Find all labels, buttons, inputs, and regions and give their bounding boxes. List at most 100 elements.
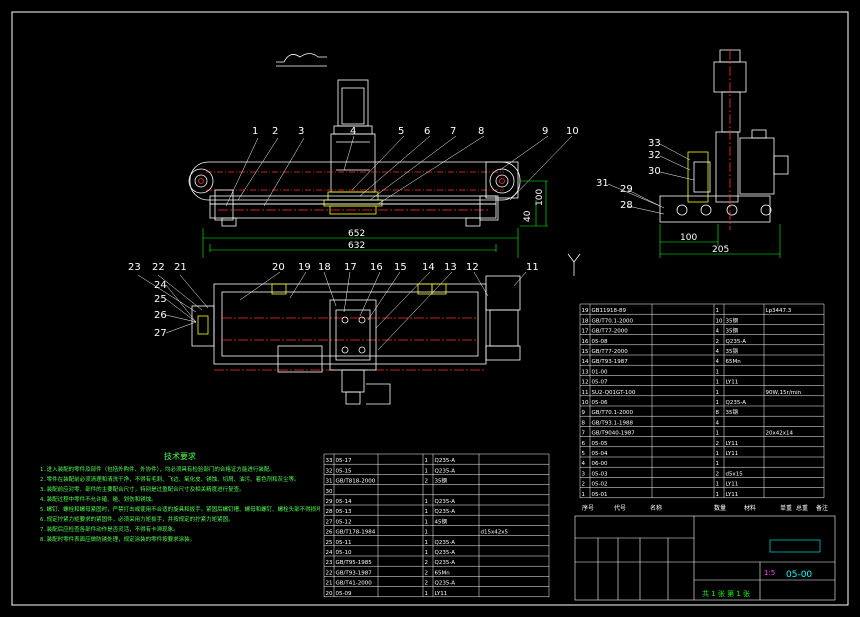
callout-label: 21 [174,262,187,273]
parts-right-cell: 15 [582,349,589,355]
callout-label: 31 [596,178,609,189]
parts-left-cell: Q235-A [435,499,456,505]
parts-header-cell: 数量 [714,504,726,512]
parts-right-cell: LY11 [726,451,739,457]
parts-right-cell: 05-05 [592,441,608,447]
parts-left-cell: 20 [326,591,333,597]
front-view [188,53,573,227]
parts-right-cell: 2 [716,471,720,477]
drawing-number: 05-00 [786,570,812,580]
callout-label: 15 [394,262,407,273]
parts-left-cell: 1 [425,530,429,536]
parts-right-cell: 4 [716,329,720,335]
parts-right-cell: 35钢 [726,316,739,324]
callout-label: 1 [252,126,258,137]
parts-right-cell: 3 [582,471,586,477]
dim-h1: 40 [523,210,533,222]
parts-right-cell: 1 [716,390,720,396]
parts-left-cell: 05-12 [336,519,352,525]
parts-right-cell: 8 [716,410,720,416]
parts-left-cell: 22 [326,570,333,576]
parts-right-cell: 10 [716,318,723,324]
parts-right-cell: 16 [582,339,589,345]
callout-label: 5 [398,126,404,137]
y-symbol [567,253,581,276]
parts-left-cell: 05-13 [336,509,352,515]
title-block: 05-00 1:5 共 1 张 第 1 张 [574,515,836,601]
callout-label: 26 [154,310,167,321]
parts-left-cell: 21 [326,581,333,587]
parts-left-cell: Q235-A [435,458,456,464]
parts-right-cell: 11 [582,390,589,396]
callout-label: 4 [350,126,356,137]
parts-left-cell: 1 [425,468,429,474]
note-line: 3.装配前应对零、部件的主要配合尺寸，特别是过盈配合尺寸及相关精度进行复查。 [40,487,245,493]
callout-label: 10 [566,126,579,137]
parts-right-cell: LY11 [726,380,739,386]
callout-label: 9 [542,126,548,137]
side-dim-labels: 100 205 [680,233,729,255]
parts-left-cell: Q235-A [435,581,456,587]
parts-left-cell: 1 [425,519,429,525]
parts-right-cell: 1 [716,380,720,386]
parts-left-cell: 31 [326,479,333,485]
parts-left-cell: GB/T93-1987 [336,570,373,576]
dim-inner: 632 [348,241,365,251]
parts-right-cell: LY11 [726,482,739,488]
parts-header-cell: 代号 [614,504,626,512]
parts-left-cell: 1 [425,509,429,515]
parts-left-cell: Q235-A [435,540,456,546]
parts-right-cell: SU2-Q01GT-100 [592,390,636,396]
parts-right-cell: GB/T93-1987 [592,359,629,365]
parts-left-cell: GB/T41-2000 [336,581,373,587]
parts-right-cell: 05-02 [592,482,608,488]
parts-right-cell: 18 [582,318,589,324]
parts-left-cell: GB/T818-2000 [336,479,376,485]
parts-right-cell: GB/T70.1-2000 [592,410,634,416]
callout-label: 16 [370,262,383,273]
note-line: 7.装配后应检查各部件动作是否灵活，不得有卡滞现象。 [40,527,179,533]
parts-right-cell: 1 [716,369,720,375]
front-dimensions [202,180,548,258]
callout-label: 17 [344,262,357,273]
parts-right-cell: LY11 [726,492,739,498]
parts-left-cell: 23 [326,560,333,566]
parts-right-cell: GB/T93.1-1988 [592,420,634,426]
parts-left-cell: 28 [326,509,333,515]
callout-label: 19 [298,262,311,273]
parts-left-cell: 27 [326,519,333,525]
parts-header-cell: 总重 [796,504,808,512]
parts-left-cell: Q235-A [435,509,456,515]
parts-right-cell: 4 [716,420,720,426]
parts-right-cell: 7 [582,431,586,437]
parts-right-cell: 1 [716,431,720,437]
parts-right-cell: 06-00 [592,461,608,467]
callout-label: 13 [444,262,457,273]
parts-left-cell: Q235-A [435,560,456,566]
parts-right-cell: 05-01 [592,492,608,498]
callout-label: 12 [466,262,479,273]
parts-right-cell: 4 [716,359,720,365]
callout-leader [165,298,197,323]
parts-right-cell: GB/T9040-1987 [592,431,636,437]
parts-right-cell: 1 [716,400,720,406]
parts-right-cell: d5x15 [726,471,744,477]
technical-notes: 技术要求 1.进入装配的零件及部件（包括外购件、外协件），均必须具有检验部门的合… [40,452,320,545]
parts-left-cell: 2 [425,479,429,485]
parts-left-cell: 1 [425,499,429,505]
parts-right-cell: 2 [716,441,720,447]
parts-right-cell: 13 [582,369,589,375]
parts-right-cell: Q235-A [726,400,747,406]
parts-left-cell: 1 [425,550,429,556]
callout-label: 28 [620,200,633,211]
parts-left-cell: 05-14 [336,499,352,505]
parts-header-cell: 单重 [780,504,792,512]
parts-left-cell: 45钢 [435,517,448,525]
parts-right-cell: 1 [716,308,720,314]
callout-label: 7 [450,126,456,137]
